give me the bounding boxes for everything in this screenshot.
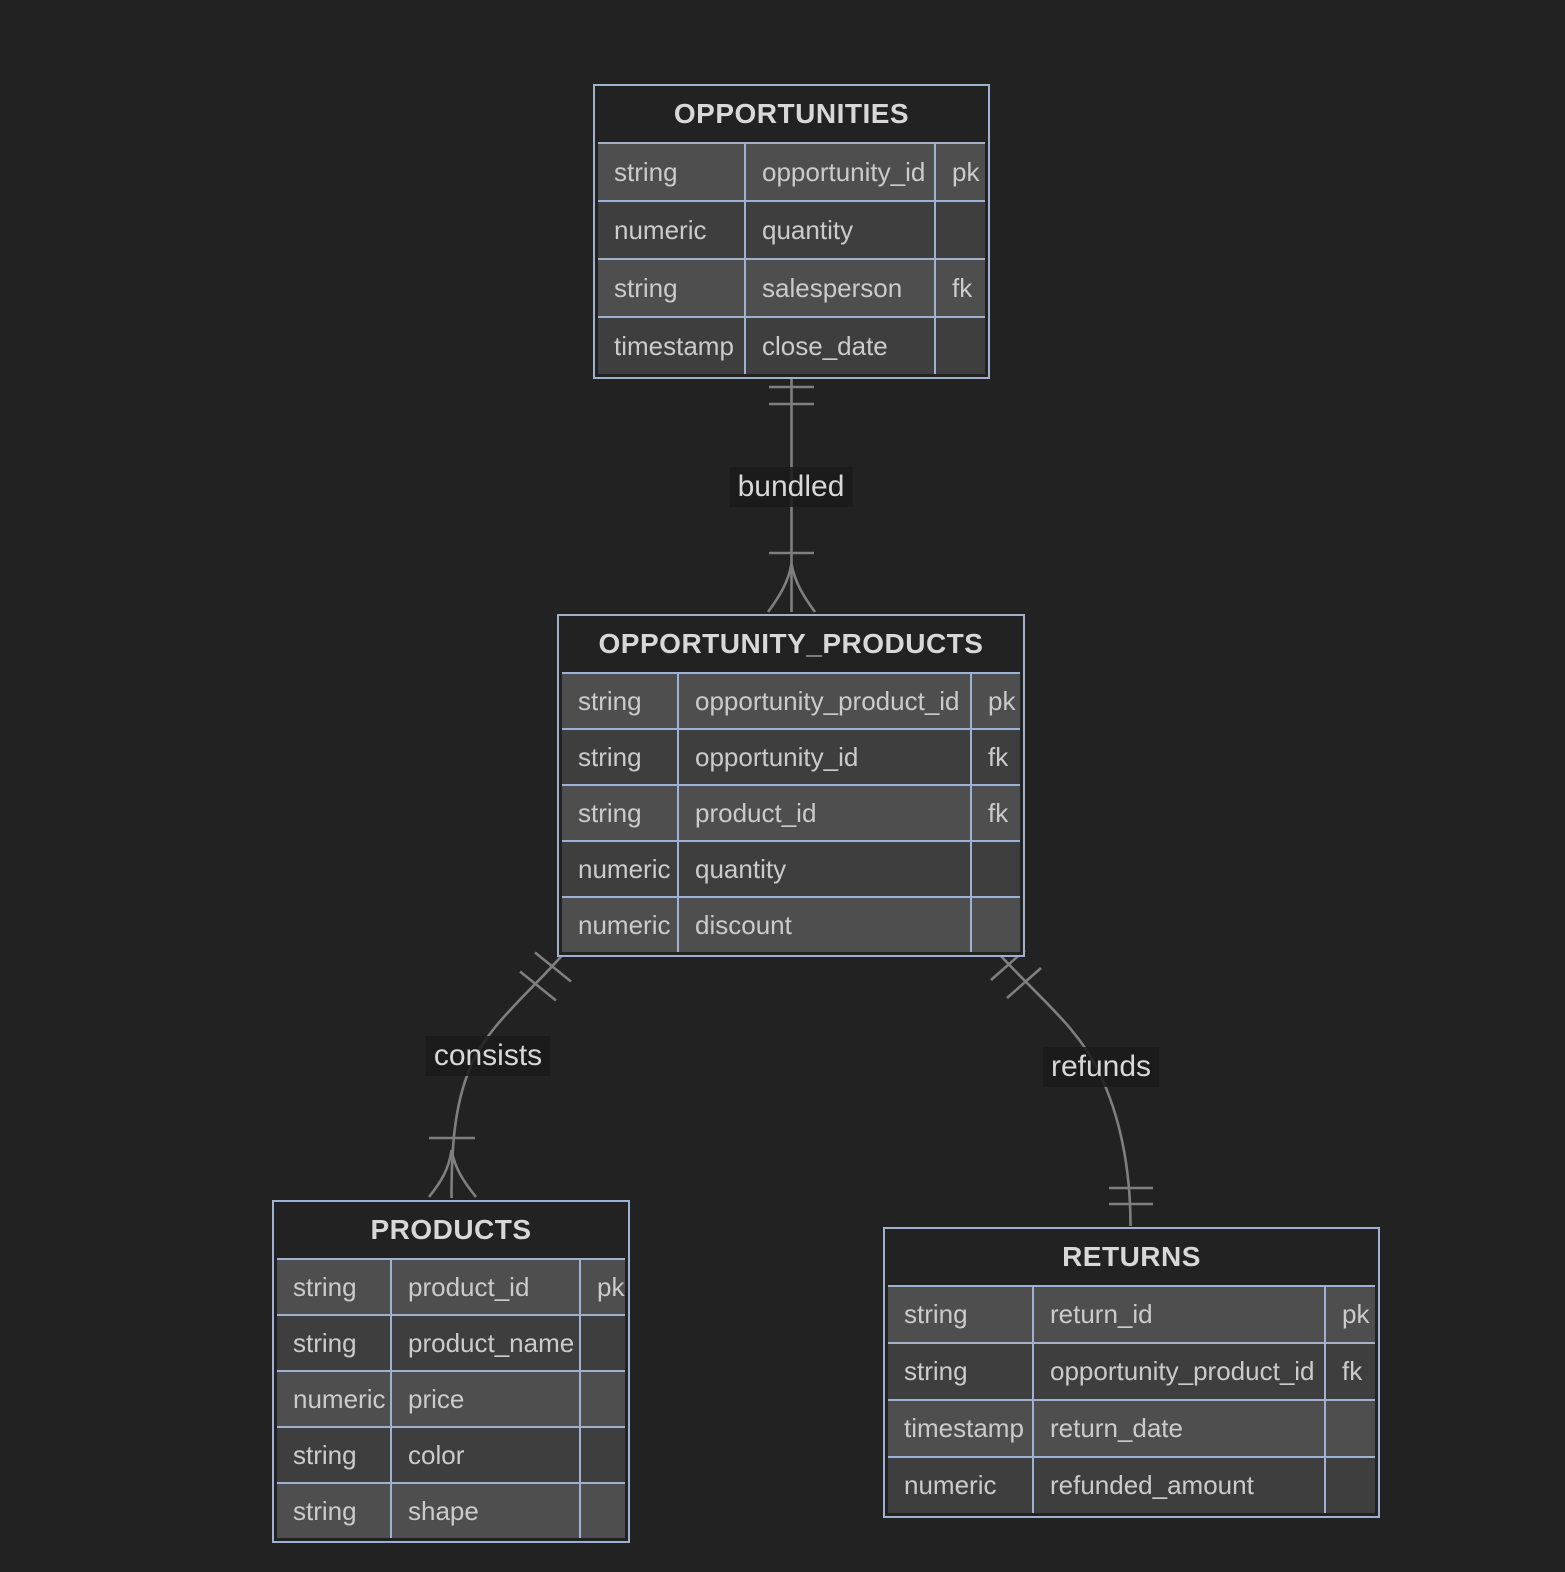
attribute-type-cell: string <box>277 1428 390 1482</box>
attribute-key-cell <box>970 842 1020 896</box>
attribute-name-cell: return_date <box>1032 1401 1324 1456</box>
attribute-type-cell: string <box>598 260 744 316</box>
attribute-type-cell: string <box>598 144 744 200</box>
attribute-key-cell: fk <box>970 730 1020 784</box>
attribute-key-cell <box>579 1484 625 1538</box>
attribute-type-cell: numeric <box>562 898 677 952</box>
attribute-name-cell: opportunity_id <box>744 144 934 200</box>
crows-foot <box>790 563 817 613</box>
attribute-name-cell: quantity <box>677 842 970 896</box>
cardinality-one-tick <box>1006 967 1042 999</box>
attribute-key-cell <box>579 1372 625 1426</box>
attribute-key-cell <box>579 1428 625 1482</box>
attribute-key-cell: pk <box>1324 1287 1375 1342</box>
attribute-name-cell: discount <box>677 898 970 952</box>
attribute-type-cell: numeric <box>888 1458 1032 1513</box>
attribute-type-cell: string <box>562 730 677 784</box>
attribute-name-cell: product_id <box>390 1260 579 1314</box>
attribute-name-cell: shape <box>390 1484 579 1538</box>
attribute-type-cell: string <box>277 1484 390 1538</box>
relationship-label-consists: consists <box>425 1036 551 1076</box>
crows-foot <box>427 1149 453 1198</box>
attribute-type-cell: numeric <box>277 1372 390 1426</box>
attribute-type-cell: string <box>562 674 677 728</box>
attribute-type-cell: string <box>888 1344 1032 1399</box>
attribute-name-cell: quantity <box>744 202 934 258</box>
attribute-key-cell <box>970 898 1020 952</box>
attribute-name-cell: price <box>390 1372 579 1426</box>
attribute-name-cell: return_id <box>1032 1287 1324 1342</box>
attribute-name-cell: opportunity_product_id <box>1032 1344 1324 1399</box>
attribute-type-cell: numeric <box>598 202 744 258</box>
attribute-name-cell: product_id <box>677 786 970 840</box>
attribute-key-cell: fk <box>1324 1344 1375 1399</box>
entity-title: OPPORTUNITY_PRODUCTS <box>598 628 984 659</box>
attribute-key-cell: fk <box>934 260 985 316</box>
attribute-name-cell: close_date <box>744 318 934 374</box>
attribute-key-cell <box>934 202 985 258</box>
attribute-key-cell: pk <box>579 1260 625 1314</box>
attribute-type-cell: timestamp <box>598 318 744 374</box>
attribute-name-cell: opportunity_id <box>677 730 970 784</box>
attribute-key-cell: fk <box>970 786 1020 840</box>
attribute-key-cell: pk <box>970 674 1020 728</box>
attribute-name-cell: salesperson <box>744 260 934 316</box>
attribute-type-cell: string <box>888 1287 1032 1342</box>
cardinality-one-tick <box>519 970 557 1002</box>
attribute-type-cell: string <box>277 1260 390 1314</box>
entity-title: PRODUCTS <box>370 1214 532 1245</box>
attribute-key-cell <box>1324 1458 1375 1513</box>
crows-foot <box>450 1149 478 1198</box>
attribute-key-cell <box>934 318 985 374</box>
entity-title: RETURNS <box>1062 1241 1201 1272</box>
attribute-type-cell: numeric <box>562 842 677 896</box>
attribute-key-cell <box>579 1316 625 1370</box>
attribute-name-cell: color <box>390 1428 579 1482</box>
relationship-label-refunds: refunds <box>1042 1047 1160 1087</box>
attribute-type-cell: timestamp <box>888 1401 1032 1456</box>
attribute-type-cell: string <box>277 1316 390 1370</box>
attribute-name-cell: product_name <box>390 1316 579 1370</box>
attribute-name-cell: opportunity_product_id <box>677 674 970 728</box>
cardinality-one-tick <box>534 951 572 983</box>
attribute-key-cell <box>1324 1401 1375 1456</box>
attribute-key-cell: pk <box>934 144 985 200</box>
attribute-type-cell: string <box>562 786 677 840</box>
relationship-label-bundled: bundled <box>729 467 853 507</box>
crows-foot <box>766 563 793 613</box>
entity-title: OPPORTUNITIES <box>673 98 910 129</box>
attribute-name-cell: refunded_amount <box>1032 1458 1324 1513</box>
